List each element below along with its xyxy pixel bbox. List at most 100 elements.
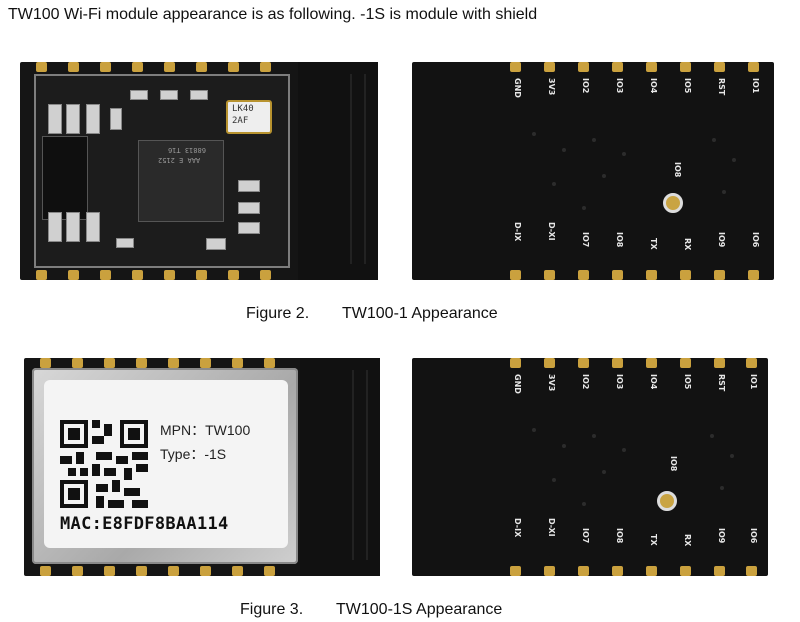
pad — [104, 566, 115, 576]
via — [532, 132, 536, 136]
pad — [228, 62, 239, 72]
via — [592, 434, 596, 438]
component — [86, 104, 100, 134]
component — [48, 104, 62, 134]
pin-label: 3V3 — [547, 78, 556, 96]
component — [238, 180, 260, 192]
pad — [680, 566, 691, 576]
pad — [748, 270, 759, 280]
pad — [544, 566, 555, 576]
main-chip — [138, 140, 224, 222]
via — [602, 470, 606, 474]
pad — [714, 566, 725, 576]
pad — [200, 358, 211, 368]
pad — [612, 62, 623, 72]
pad — [260, 270, 271, 280]
via — [592, 138, 596, 142]
crystal-marking: LK40 — [232, 104, 254, 114]
component — [238, 222, 260, 234]
pad — [164, 270, 175, 280]
pad — [164, 62, 175, 72]
crystal-marking: 2AF — [232, 116, 249, 126]
via — [562, 148, 566, 152]
pad — [100, 62, 111, 72]
via — [532, 428, 536, 432]
pin-label: IO6 — [749, 528, 758, 544]
pad — [72, 566, 83, 576]
pad — [168, 358, 179, 368]
component — [66, 212, 80, 242]
pin-label: IO2 — [581, 374, 590, 390]
pad — [264, 566, 275, 576]
pad — [196, 270, 207, 280]
pad — [68, 270, 79, 280]
antenna-trace — [350, 74, 352, 264]
pin-label: IO4 — [649, 374, 658, 390]
pad — [746, 566, 757, 576]
pin-label: IO9 — [717, 528, 726, 544]
figure-2-caption: Figure 2.TW100-1 Appearance — [246, 305, 498, 323]
chip-marking: AAA E 2152 — [158, 156, 201, 164]
antenna-area — [300, 358, 380, 576]
pad — [646, 270, 657, 280]
pin-label: IO7 — [581, 528, 590, 544]
pin-label: D-IX — [513, 222, 522, 242]
pin-label: D-XI — [547, 518, 556, 537]
pin-label: IO4 — [649, 78, 658, 94]
pad — [40, 358, 51, 368]
module-front-photo: 68813 T16 AAA E 2152 LK40 2AF — [20, 62, 378, 280]
via — [552, 182, 556, 186]
pin-label: IO5 — [683, 374, 692, 390]
pad — [200, 566, 211, 576]
via — [582, 206, 586, 210]
pad — [680, 62, 691, 72]
pin-label: GND — [513, 78, 522, 98]
pad — [104, 358, 115, 368]
component — [130, 90, 148, 100]
pin-label: IO3 — [615, 78, 624, 94]
intro-text: TW100 Wi-Fi module appearance is as foll… — [8, 6, 538, 23]
pad — [612, 566, 623, 576]
pin-label: IO7 — [581, 232, 590, 248]
via — [712, 138, 716, 142]
pad — [196, 62, 207, 72]
pcb-board — [412, 358, 768, 576]
pin-label: IO1 — [751, 78, 760, 94]
module-back-photo: GND 3V3 IO2 IO3 IO4 IO5 RST IO1 D-IX D-X… — [412, 62, 774, 280]
via — [720, 486, 724, 490]
via — [730, 454, 734, 458]
figure-title: TW100-1S Appearance — [336, 601, 503, 618]
pin-label: RST — [717, 78, 726, 96]
pad — [228, 270, 239, 280]
pad — [510, 62, 521, 72]
pad — [232, 566, 243, 576]
figure-title: TW100-1 Appearance — [342, 305, 498, 322]
via — [562, 444, 566, 448]
test-pad — [657, 491, 677, 511]
type-text: Type：-1S — [160, 446, 227, 462]
pad — [36, 62, 47, 72]
component — [66, 104, 80, 134]
pad — [510, 270, 521, 280]
pin-label: IO8 — [669, 456, 678, 472]
component — [238, 202, 260, 214]
component — [206, 238, 226, 250]
pad — [264, 358, 275, 368]
via — [552, 478, 556, 482]
pad — [746, 358, 757, 368]
pin-label: IO2 — [581, 78, 590, 94]
pad — [578, 62, 589, 72]
via — [582, 502, 586, 506]
pad — [132, 62, 143, 72]
shield-label-sticker — [44, 380, 288, 548]
pad — [714, 270, 725, 280]
component — [110, 108, 122, 130]
pad — [646, 62, 657, 72]
pad — [168, 566, 179, 576]
pin-label: GND — [513, 374, 522, 394]
pin-label: RX — [683, 238, 692, 251]
via — [732, 158, 736, 162]
module-shield-photo: MPN：TW100 Type：-1S MAC:E8FDF8BAA114 — [24, 358, 380, 576]
pad — [510, 566, 521, 576]
chip-marking: 68813 T16 — [168, 146, 206, 154]
